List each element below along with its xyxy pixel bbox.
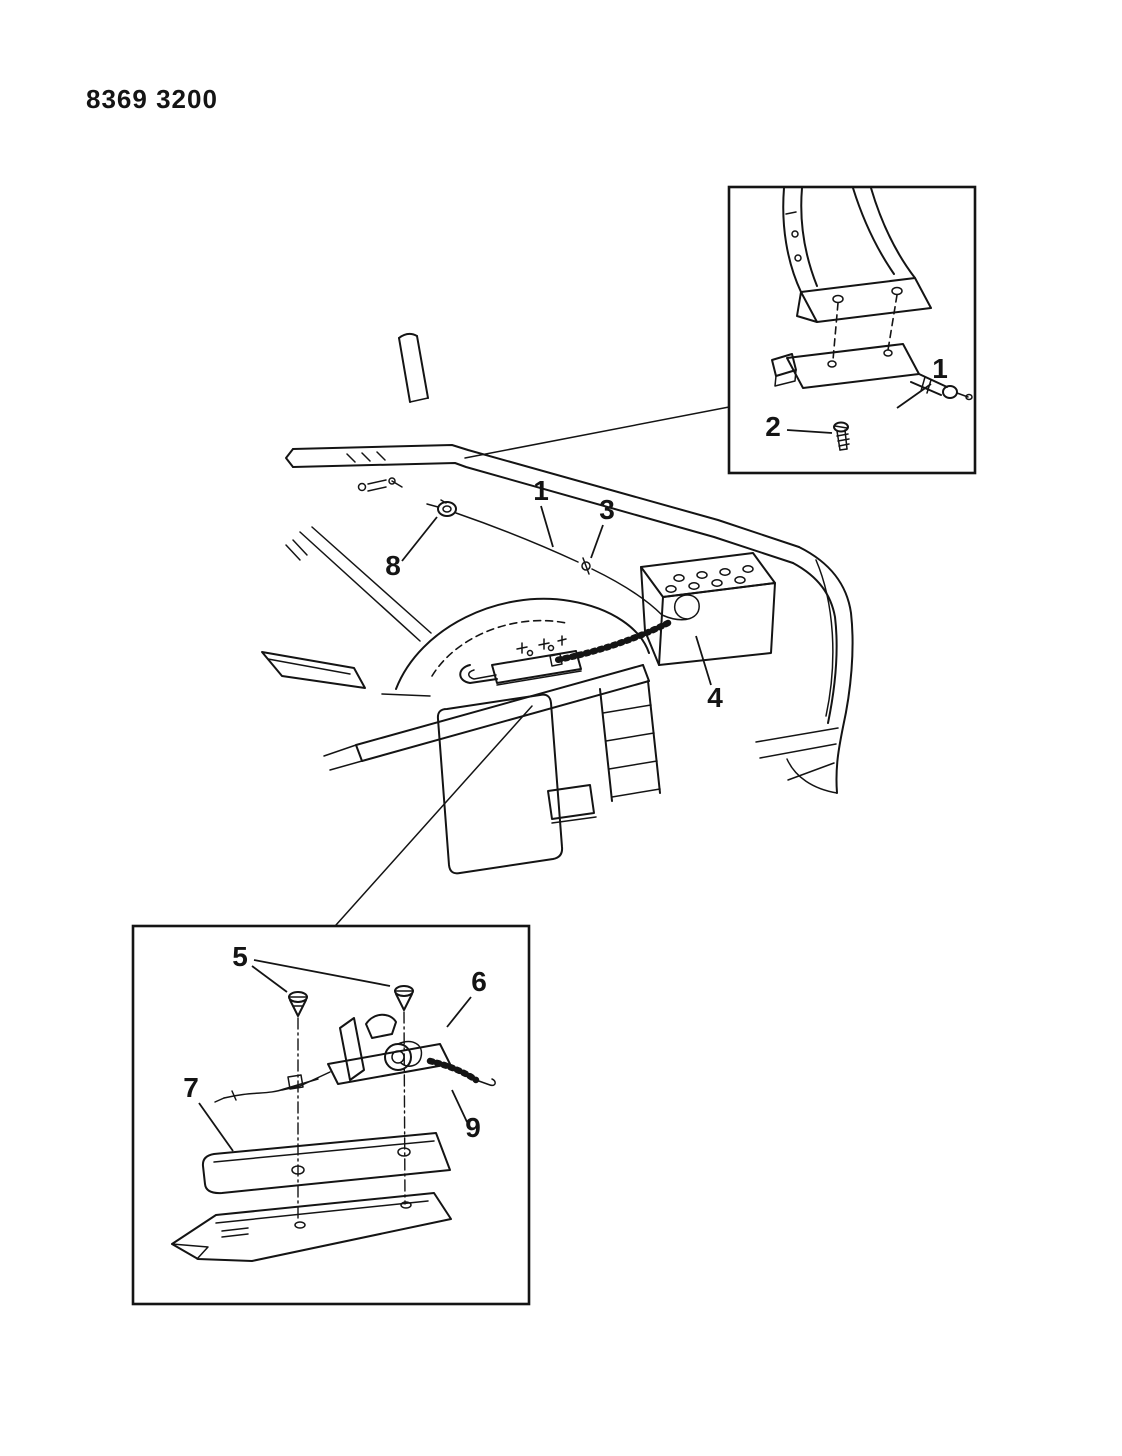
leader-line	[253, 959, 391, 987]
leader-line	[590, 524, 604, 559]
leader-line	[786, 429, 833, 434]
cowl-bracket	[796, 277, 932, 361]
battery	[640, 552, 776, 666]
bottom-inset: 5 6 9 7	[131, 924, 531, 1306]
cable-conduit	[553, 619, 672, 664]
release-handle-assembly	[459, 635, 582, 686]
top-inset: 1 2	[727, 185, 977, 475]
windshield-pillar-stub	[398, 332, 429, 403]
view-connector-lines	[335, 406, 730, 926]
release-cable	[455, 512, 700, 667]
callout-7-bracket-plate: 7	[183, 1072, 199, 1103]
callout-8-grommet: 8	[385, 550, 401, 581]
push-pins	[288, 985, 414, 1223]
main-illustration: 8 1 3 4	[261, 332, 854, 875]
bottom-inset-border	[131, 924, 531, 1306]
callout-3-clip: 3	[599, 494, 615, 525]
leader-line	[446, 996, 472, 1028]
mounting-screw	[833, 421, 850, 451]
wheelhouse	[381, 597, 650, 697]
top-inset-border	[727, 185, 977, 475]
callout-1-cable: 1	[533, 475, 549, 506]
callout-9-spring: 9	[465, 1112, 481, 1143]
leader-line	[540, 505, 554, 548]
callout-1-top-inset: 1	[932, 353, 948, 384]
leader-line	[198, 1102, 234, 1152]
leader-line	[896, 383, 932, 409]
left-inner-structure	[261, 526, 432, 689]
part-code: 8369 3200	[86, 84, 218, 114]
cowl-band	[285, 444, 800, 564]
radiator-support	[323, 664, 650, 771]
cable-clip	[581, 561, 591, 571]
callout-4-cable-rear: 4	[707, 682, 723, 713]
cowl-pillar-section	[782, 187, 916, 293]
grommet	[426, 499, 457, 517]
hood-latch-assembly	[214, 1013, 496, 1103]
callout-5-push-pins: 5	[232, 941, 248, 972]
release-handle-plate	[771, 343, 920, 389]
right-fender	[755, 546, 854, 794]
latch-spring	[426, 1057, 480, 1084]
grille-opening	[436, 680, 661, 875]
leader-line	[401, 516, 438, 562]
callout-2-screw: 2	[765, 411, 781, 442]
latch-bracket-plate	[201, 1132, 451, 1195]
callout-6-latch: 6	[471, 966, 487, 997]
leader-line	[251, 965, 288, 993]
sill-panel	[171, 1192, 452, 1262]
leader-line	[451, 1089, 468, 1123]
leader-line	[695, 635, 712, 686]
